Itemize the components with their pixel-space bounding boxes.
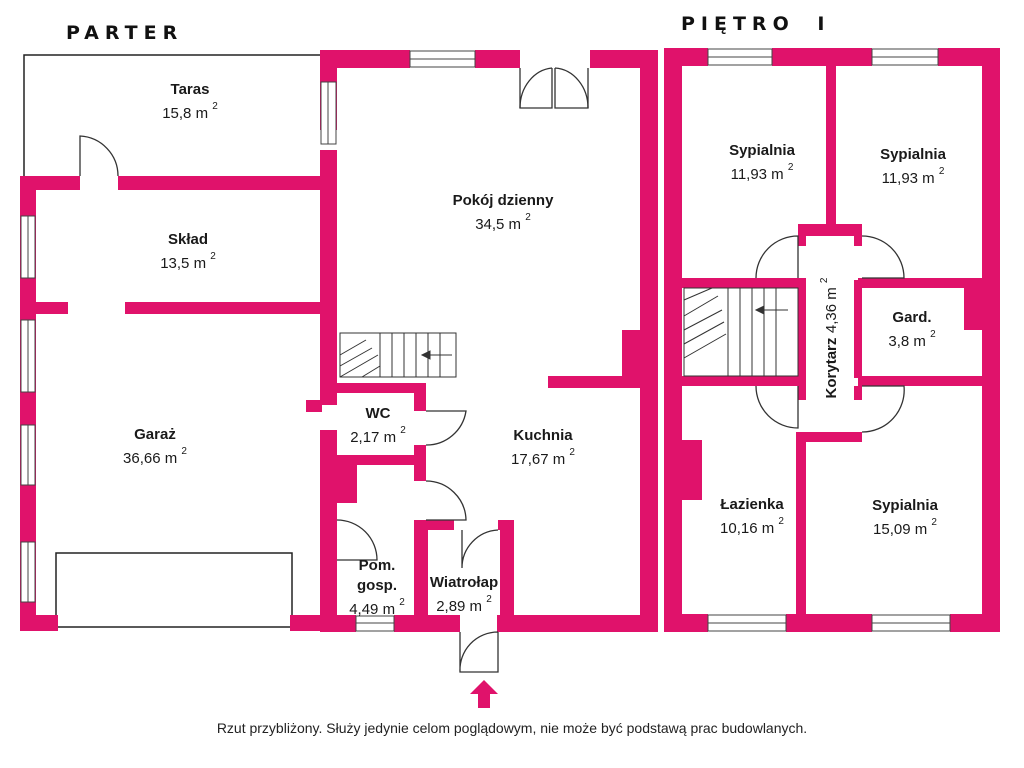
- room-label-garaz: Garaż 36,66 m 2: [123, 425, 187, 469]
- room-area: 36,66 m 2: [123, 446, 187, 467]
- room-label-korytarz: Korytarz 4,36 m 2: [818, 278, 842, 399]
- first-floor-plan: [664, 48, 1000, 632]
- terrace-outline: [23, 54, 320, 178]
- room-name: Pokój dzienny: [452, 192, 554, 209]
- ground-doors: [79, 67, 589, 673]
- first-floor-title: PIĘTRO I: [681, 13, 831, 35]
- ground-floor-title: PARTER: [66, 22, 184, 44]
- room-name: Kuchnia: [513, 427, 573, 444]
- entrance-arrow-icon: [470, 680, 498, 708]
- room-name-line1: Pom.: [358, 557, 396, 574]
- room-name: Garaż: [134, 426, 176, 443]
- room-label-pom-gosp: Pom. gosp. 4,49 m 2: [349, 556, 405, 620]
- room-area: 13,5 m 2: [160, 251, 216, 272]
- room-area: 17,67 m 2: [511, 447, 575, 468]
- room-name-line2: gosp.: [357, 577, 397, 594]
- disclaimer-text: Rzut przybliżony. Służy jedynie celom po…: [216, 720, 808, 736]
- room-area: 34,5 m 2: [475, 212, 531, 233]
- room-label-wiatrolap: Wiatrołap 2,89 m 2: [430, 573, 498, 617]
- room-area: 15,09 m 2: [873, 517, 937, 538]
- room-name: Taras: [170, 81, 210, 98]
- first-doors: [755, 235, 905, 433]
- room-name: Sypialnia: [872, 497, 938, 514]
- room-name: Wiatrołap: [429, 574, 499, 591]
- room-name: Skład: [167, 231, 209, 248]
- room-area: 2,89 m 2: [436, 594, 492, 615]
- room-name: WC: [365, 405, 391, 422]
- room-label-gard: Gard. 3,8 m 2: [888, 308, 935, 352]
- room-area: 4,36 m 2: [819, 277, 840, 334]
- room-area: 10,16 m 2: [720, 516, 784, 537]
- room-area: 11,93 m 2: [881, 166, 945, 187]
- room-name: Sypialnia: [880, 146, 946, 163]
- room-name: Korytarz: [823, 337, 840, 399]
- room-label-wc: WC 2,17 m 2: [350, 404, 406, 448]
- room-label-kuchnia: Kuchnia 17,67 m 2: [511, 426, 575, 470]
- ground-floor-plan: [20, 50, 658, 673]
- room-name: Sypialnia: [729, 142, 795, 159]
- room-label-sypialnia-3: Sypialnia 15,09 m 2: [872, 496, 938, 540]
- ground-stairs: [339, 332, 457, 378]
- ground-walls: [20, 50, 658, 632]
- ground-windows: [20, 50, 476, 632]
- room-name: Gard.: [892, 309, 932, 326]
- room-label-sypialnia-1: Sypialnia 11,93 m 2: [729, 141, 795, 185]
- room-label-sypialnia-2: Sypialnia 11,93 m 2: [880, 145, 946, 189]
- first-windows: [707, 48, 951, 632]
- room-label-pokoj-dzienny: Pokój dzienny 34,5 m 2: [453, 191, 554, 235]
- room-area: 11,93 m 2: [730, 162, 794, 183]
- room-label-sklad: Skład 13,5 m 2: [160, 230, 216, 274]
- first-walls: [664, 48, 1000, 632]
- garage-door: [55, 552, 293, 628]
- room-area: 3,8 m 2: [888, 329, 936, 350]
- room-area: 2,17 m 2: [350, 425, 406, 446]
- room-label-lazienka: Łazienka 10,16 m 2: [720, 495, 784, 539]
- room-label-taras: Taras 15,8 m 2: [162, 80, 218, 124]
- room-area: 15,8 m 2: [162, 101, 218, 122]
- room-area: 4,49 m 2: [349, 597, 405, 618]
- room-name: Łazienka: [720, 496, 784, 513]
- first-stairs: [683, 287, 799, 377]
